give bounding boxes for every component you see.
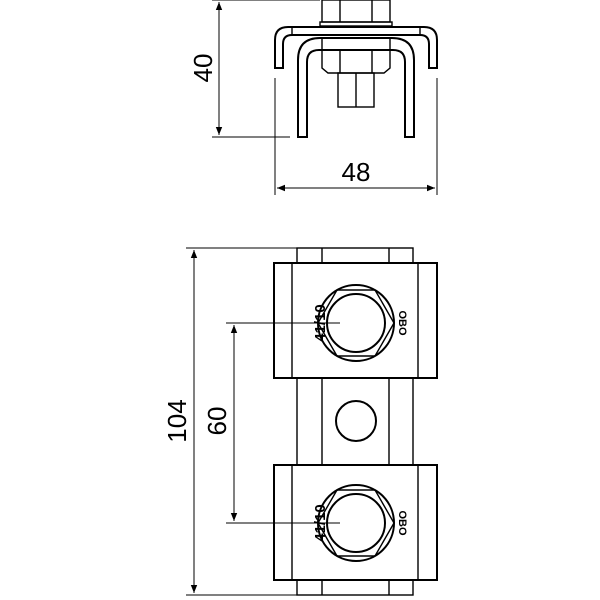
- lower-nut: [321, 38, 391, 74]
- dimension-60: 60: [202, 322, 340, 524]
- dimension-48: 48: [274, 78, 438, 195]
- dimension-104: 104: [162, 247, 297, 596]
- front-view-clamp: [274, 0, 438, 138]
- nut-top: [321, 0, 391, 23]
- middle-strip: [296, 377, 414, 466]
- outer-bracket: [274, 26, 438, 69]
- dimension-label-60: 60: [202, 407, 232, 436]
- plan-view-connector: 41/10 41/10 OBO OBO: [273, 247, 438, 596]
- dimension-label-104: 104: [162, 399, 192, 442]
- brand-logo-lower: OBO: [396, 510, 408, 536]
- dimension-label-40: 40: [188, 54, 218, 83]
- brand-logo-upper: OBO: [396, 310, 408, 336]
- washer: [319, 21, 393, 27]
- dimension-label-48: 48: [342, 157, 371, 187]
- dimension-40: 40: [188, 0, 320, 138]
- center-hole: [335, 400, 377, 442]
- inner-bracket: [297, 37, 415, 138]
